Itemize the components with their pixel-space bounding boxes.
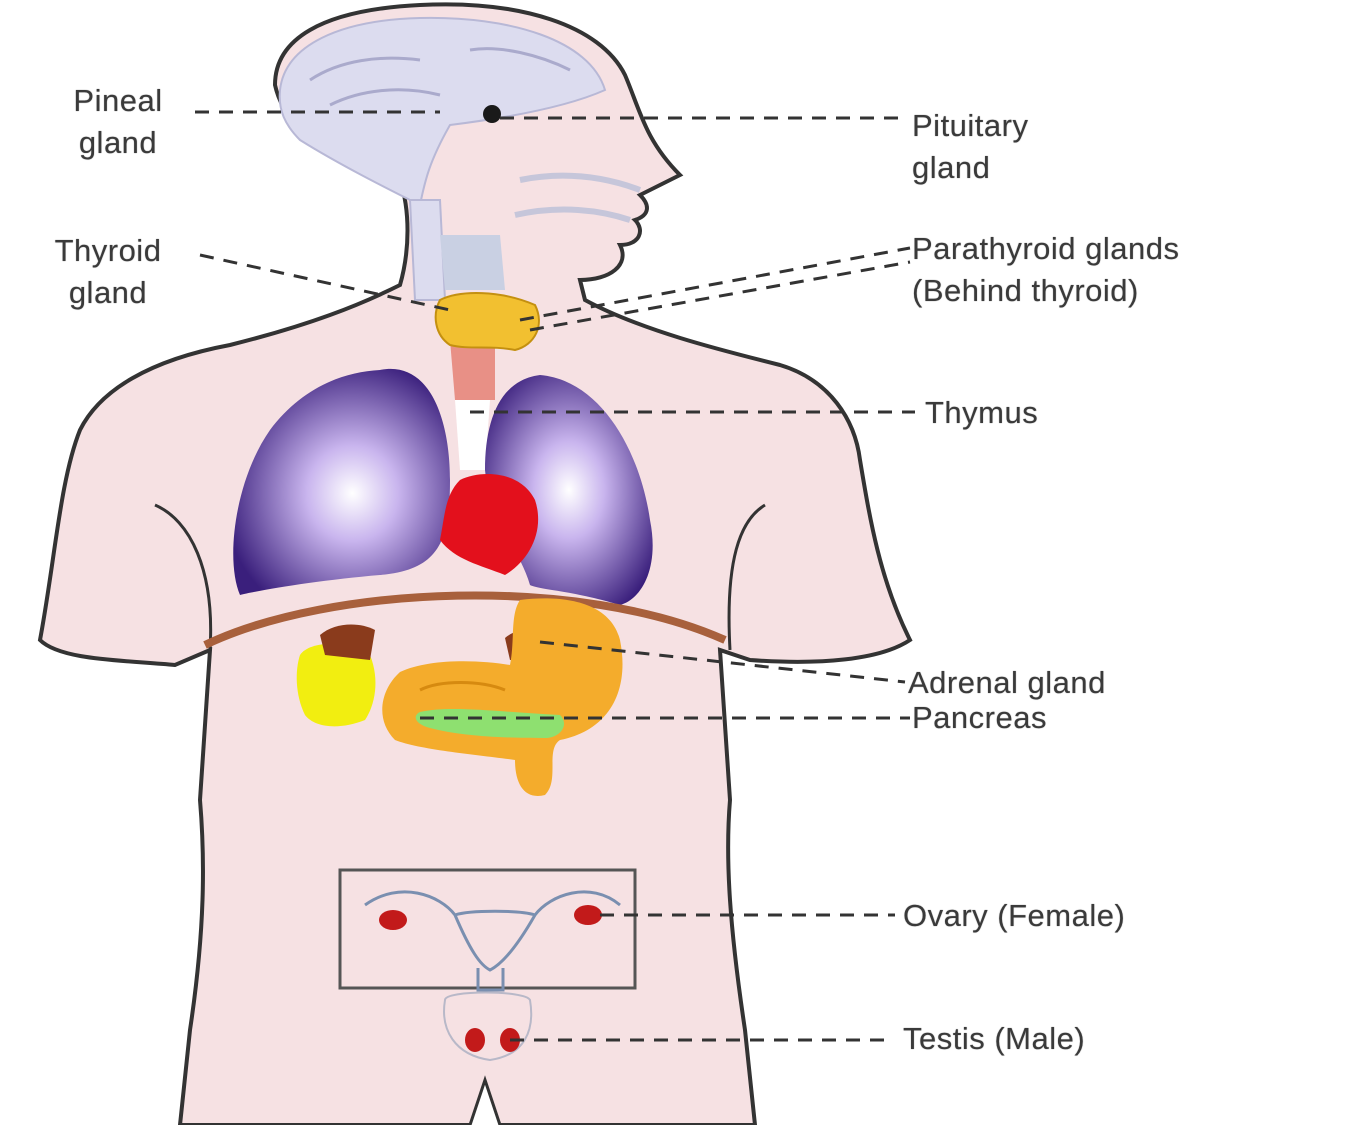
left-adrenal-gland: [320, 625, 375, 660]
label-thyroid-line2: gland: [18, 272, 198, 314]
trachea: [450, 340, 495, 400]
label-parathyroid-glands: Parathyroid glands (Behind thyroid): [912, 228, 1180, 312]
right-ovary: [574, 905, 602, 925]
label-pituitary-line1: Pituitary: [912, 105, 1028, 147]
larynx: [440, 235, 505, 290]
label-ovary-text: Ovary (Female): [903, 895, 1125, 937]
pituitary-gland: [483, 105, 501, 123]
label-pineal-line2: gland: [38, 122, 198, 164]
spinal-cord: [410, 200, 445, 300]
label-thymus-text: Thymus: [925, 392, 1038, 434]
left-testis: [465, 1028, 485, 1052]
label-pineal-line1: Pineal: [38, 80, 198, 122]
label-parathyroid-line2: (Behind thyroid): [912, 270, 1180, 312]
label-thyroid-line1: Thyroid: [18, 230, 198, 272]
label-pancreas-text: Pancreas: [912, 697, 1047, 739]
label-thyroid-gland: Thyroid gland: [18, 230, 198, 314]
label-pituitary-line2: gland: [912, 147, 1028, 189]
label-thymus: Thymus: [925, 392, 1038, 434]
thyroid-gland: [436, 293, 539, 350]
label-ovary: Ovary (Female): [903, 895, 1125, 937]
label-testis: Testis (Male): [903, 1018, 1085, 1060]
left-ovary: [379, 910, 407, 930]
label-testis-text: Testis (Male): [903, 1018, 1085, 1060]
label-pituitary-gland: Pituitary gland: [912, 105, 1028, 189]
label-pineal-gland: Pineal gland: [38, 80, 198, 164]
label-pancreas: Pancreas: [912, 697, 1047, 739]
label-parathyroid-line1: Parathyroid glands: [912, 228, 1180, 270]
